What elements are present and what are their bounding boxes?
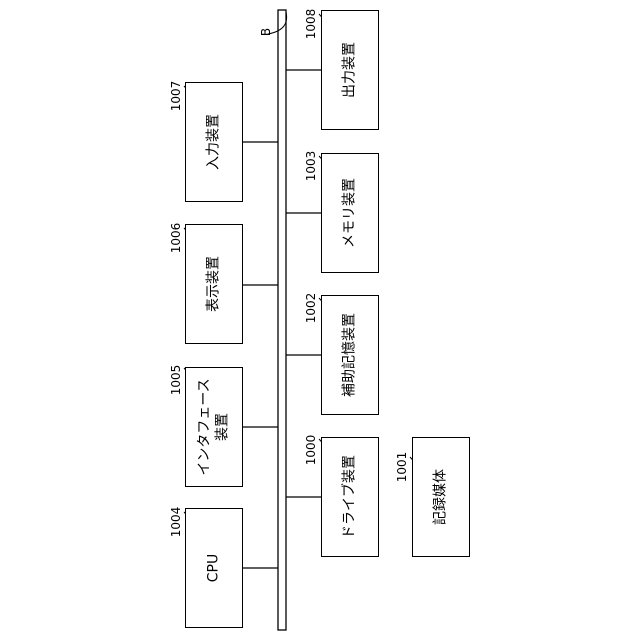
memory-ref: 1003: [304, 151, 318, 182]
drive-label: ドライブ装置: [341, 455, 359, 539]
auxiliary-ref: 1002: [304, 293, 318, 324]
memory-box: メモリ装置: [321, 153, 379, 273]
medium-label: 記録媒体: [432, 469, 450, 525]
cpu-label: CPU: [205, 554, 223, 582]
medium-box: 記録媒体: [412, 437, 470, 557]
interface-label: インタフェース 装置: [197, 378, 232, 475]
drive-ref: 1000: [304, 435, 318, 466]
input-label: 入力装置: [205, 114, 223, 170]
auxiliary-label: 補助記憶装置: [341, 313, 359, 397]
cpu-box: CPU: [185, 508, 243, 628]
output-label: 出力装置: [341, 42, 359, 98]
drive-box: ドライブ装置: [321, 437, 379, 557]
memory-label: メモリ装置: [341, 178, 359, 248]
output-ref: 1008: [304, 9, 318, 40]
interface-label-line1: インタフェース: [197, 378, 215, 475]
input-ref: 1007: [169, 81, 183, 112]
interface-box: インタフェース 装置: [185, 367, 243, 487]
cpu-ref: 1004: [169, 507, 183, 538]
bus-label: B: [259, 28, 273, 36]
display-box: 表示装置: [185, 224, 243, 344]
auxiliary-box: 補助記憶装置: [321, 295, 379, 415]
interface-label-line2: 装置: [214, 378, 232, 475]
display-ref: 1006: [169, 223, 183, 254]
interface-ref: 1005: [169, 365, 183, 396]
bus-line: [278, 10, 286, 630]
output-box: 出力装置: [321, 10, 379, 130]
medium-ref: 1001: [395, 452, 409, 483]
display-label: 表示装置: [205, 256, 223, 312]
input-box: 入力装置: [185, 82, 243, 202]
